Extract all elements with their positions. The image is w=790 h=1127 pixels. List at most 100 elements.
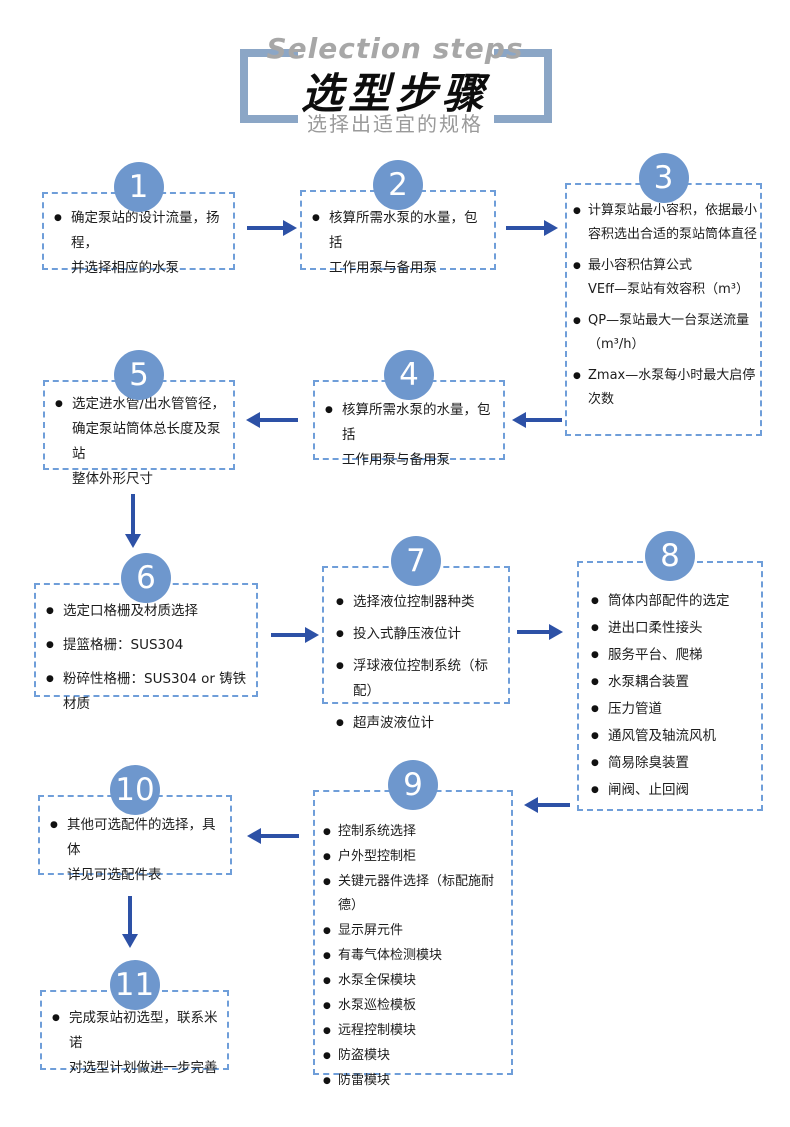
arrow-step3-to-step4 — [512, 412, 562, 428]
bullet-dot-icon: ● — [52, 1013, 60, 1023]
step-2-number-badge: 2 — [373, 160, 423, 210]
step-1-box: 1 ● 确定泵站的设计流量，扬程， 并选择相应的水泵 — [42, 162, 235, 276]
step-2-number: 2 — [388, 167, 408, 203]
step-11-number: 11 — [114, 967, 155, 1003]
arrow-step8-to-step9 — [524, 797, 570, 813]
list-item: ●QP—泵站最大一台泵送流量 （m³/h） — [573, 309, 758, 357]
arrow-step10-to-step11 — [122, 896, 138, 948]
bullet-dot-icon: ● — [336, 597, 344, 607]
step-9-box: 9 ●控制系统选择 ●户外型控制柜 ●关键元器件选择（标配施耐德） ●显示屏元件… — [313, 760, 513, 1088]
list-item: ●计算泵站最小容积，依据最小 容积选出合适的泵站筒体直径 — [573, 199, 758, 247]
list-item: ●水泵巡检模板 — [323, 994, 509, 1018]
arrow-step9-to-step10 — [247, 828, 299, 844]
step-10-number-badge: 10 — [110, 765, 160, 815]
list-item: ●浮球液位控制系统（标配） — [336, 654, 506, 704]
bullet-dot-icon: ● — [591, 623, 599, 633]
step-1-text: 确定泵站的设计流量，扬程， 并选择相应的水泵 — [71, 210, 220, 276]
list-item: ●最小容积估算公式 VEff—泵站有效容积（m³） — [573, 254, 758, 302]
arrow-step7-to-step8 — [517, 624, 563, 640]
list-item: ●进出口柔性接头 — [591, 616, 759, 641]
bullet-dot-icon: ● — [50, 820, 58, 830]
page-title: 选型步骤 — [300, 69, 489, 118]
bullet-dot-icon: ● — [323, 1076, 331, 1086]
step-11-box: 11 ●完成泵站初选型，联系米诺 对选型计划做进一步完善 — [40, 960, 229, 1076]
bullet-dot-icon: ● — [46, 674, 54, 684]
arrow-step4-to-step5 — [246, 412, 298, 428]
list-item: ●水泵全保模块 — [323, 969, 509, 993]
bullet-dot-icon: ● — [323, 1001, 331, 1011]
bullet-dot-icon: ● — [591, 596, 599, 606]
bullet-dot-icon: ● — [591, 677, 599, 687]
step-1-number-badge: 1 — [113, 162, 164, 212]
step-10-list: ●其他可选配件的选择，具体 详见可选配件表 — [40, 797, 230, 888]
list-item: ●完成泵站初选型，联系米诺 对选型计划做进一步完善 — [52, 1006, 223, 1081]
bullet-dot-icon: ● — [573, 316, 581, 326]
bullet-dot-icon: ● — [323, 1026, 331, 1036]
bullet-dot-icon: ● — [591, 704, 599, 714]
bullet-dot-icon: ● — [323, 976, 331, 986]
step-5-list: ●选定进水管/出水管管径， 确定泵站筒体总长度及泵站 整体外形尺寸 — [45, 382, 233, 492]
step-9-list: ●控制系统选择 ●户外型控制柜 ●关键元器件选择（标配施耐德） ●显示屏元件 ●… — [315, 792, 511, 1093]
bullet-dot-icon: ● — [325, 405, 333, 415]
list-item: ● 确定泵站的设计流量，扬程， 并选择相应的水泵 — [54, 206, 229, 281]
step-7-box: 7 ●选择液位控制器种类 ●投入式静压液位计 ●浮球液位控制系统（标配） ●超声… — [322, 536, 510, 731]
step-4-number-badge: 4 — [384, 350, 434, 400]
bullet-dot-icon: ● — [336, 661, 344, 671]
step-5-number: 5 — [129, 357, 149, 393]
step-11-number-badge: 11 — [109, 960, 160, 1010]
list-item: ●闸阀、止回阀 — [591, 778, 759, 803]
list-item: ●粉碎性格栅：SUS304 or 铸铁材质 — [46, 667, 254, 717]
bullet-dot-icon: ● — [55, 399, 63, 409]
bullet-dot-icon: ● — [46, 606, 54, 616]
step-8-number-badge: 8 — [645, 531, 695, 581]
bullet-dot-icon: ● — [323, 926, 331, 936]
step-1-list: ● 确定泵站的设计流量，扬程， 并选择相应的水泵 — [44, 194, 233, 281]
list-item: ●其他可选配件的选择，具体 详见可选配件表 — [50, 813, 226, 888]
step-7-list: ●选择液位控制器种类 ●投入式静压液位计 ●浮球液位控制系统（标配） ●超声波液… — [324, 568, 508, 736]
list-item: ●选定进水管/出水管管径， 确定泵站筒体总长度及泵站 整体外形尺寸 — [55, 392, 229, 492]
step-6-box: 6 ●选定口格栅及材质选择 ●提篮格栅：SUS304 ●粉碎性格栅：SUS304… — [34, 553, 258, 712]
step-10-box: 10 ●其他可选配件的选择，具体 详见可选配件表 — [38, 765, 232, 883]
bullet-dot-icon: ● — [323, 827, 331, 837]
step-4-text: 核算所需水泵的水量，包括 工作用泵与备用泵 — [342, 402, 491, 468]
list-item: ●有毒气体检测模块 — [323, 944, 509, 968]
bullet-dot-icon: ● — [54, 213, 62, 223]
step-3-number-badge: 3 — [638, 153, 689, 203]
arrow-step2-to-step3 — [506, 220, 558, 236]
list-item: ●筒体内部配件的选定 — [591, 589, 759, 614]
step-11-list: ●完成泵站初选型，联系米诺 对选型计划做进一步完善 — [42, 992, 227, 1081]
right-bracket-decoration — [494, 49, 552, 123]
step-8-list: ●筒体内部配件的选定 ●进出口柔性接头 ●服务平台、爬梯 ●水泵耦合装置 ●压力… — [579, 563, 761, 803]
step-5-box: 5 ●选定进水管/出水管管径， 确定泵站筒体总长度及泵站 整体外形尺寸 — [43, 350, 235, 487]
bullet-dot-icon: ● — [591, 731, 599, 741]
bullet-dot-icon: ● — [591, 650, 599, 660]
step-4-list: ● 核算所需水泵的水量，包括 工作用泵与备用泵 — [315, 382, 503, 473]
bullet-dot-icon: ● — [336, 718, 344, 728]
list-item: ●控制系统选择 — [323, 820, 509, 844]
list-item: ●提篮格栅：SUS304 — [46, 633, 254, 658]
list-item: ●Zmax—水泵每小时最大启停 次数 — [573, 364, 758, 412]
step-8-number: 8 — [660, 538, 680, 574]
step-1-number: 1 — [128, 169, 149, 205]
list-item: ●显示屏元件 — [323, 919, 509, 943]
list-item: ●防盗模块 — [323, 1044, 509, 1068]
step-6-number-badge: 6 — [121, 553, 171, 603]
arrow-step6-to-step7 — [271, 627, 319, 643]
bullet-dot-icon: ● — [573, 261, 581, 271]
step-6-number: 6 — [136, 560, 156, 596]
list-item: ●投入式静压液位计 — [336, 622, 506, 647]
bullet-dot-icon: ● — [591, 758, 599, 768]
step-9-number: 9 — [403, 767, 423, 803]
step-5-number-badge: 5 — [114, 350, 164, 400]
list-item: ●远程控制模块 — [323, 1019, 509, 1043]
list-item: ●简易除臭装置 — [591, 751, 759, 776]
bullet-dot-icon: ● — [323, 852, 331, 862]
list-item: ●防雷模块 — [323, 1069, 509, 1093]
arrow-step5-to-step6 — [125, 494, 141, 548]
bullet-dot-icon: ● — [336, 629, 344, 639]
step-6-list: ●选定口格栅及材质选择 ●提篮格栅：SUS304 ●粉碎性格栅：SUS304 o… — [36, 585, 256, 717]
step-4-number: 4 — [399, 357, 419, 393]
bullet-dot-icon: ● — [323, 877, 331, 887]
step-7-number-badge: 7 — [391, 536, 441, 586]
